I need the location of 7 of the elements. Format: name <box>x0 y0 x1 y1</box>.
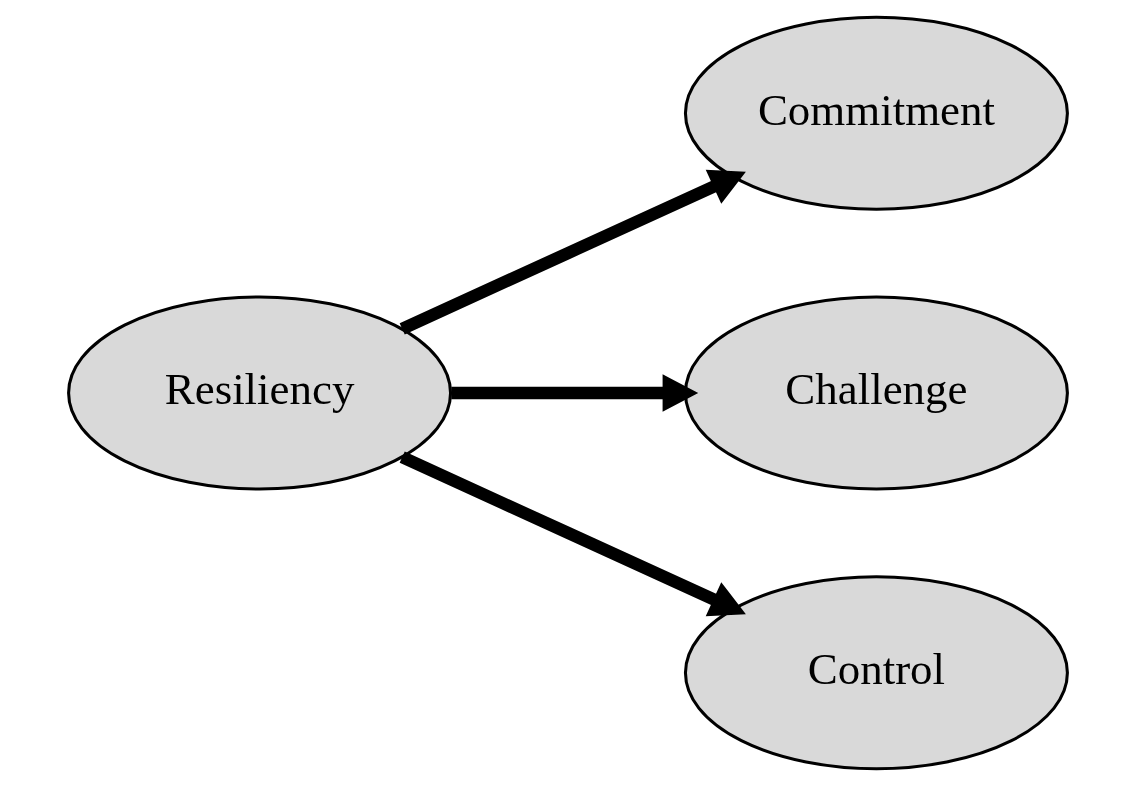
arrow <box>451 373 699 412</box>
arrow <box>399 169 746 334</box>
node-ellipse: Challenge <box>683 294 1069 491</box>
node-ellipse: Commitment <box>683 15 1069 211</box>
arrow <box>399 451 746 616</box>
node-ellipse: Resiliency <box>67 294 453 491</box>
node-ellipse: Control <box>683 574 1069 770</box>
